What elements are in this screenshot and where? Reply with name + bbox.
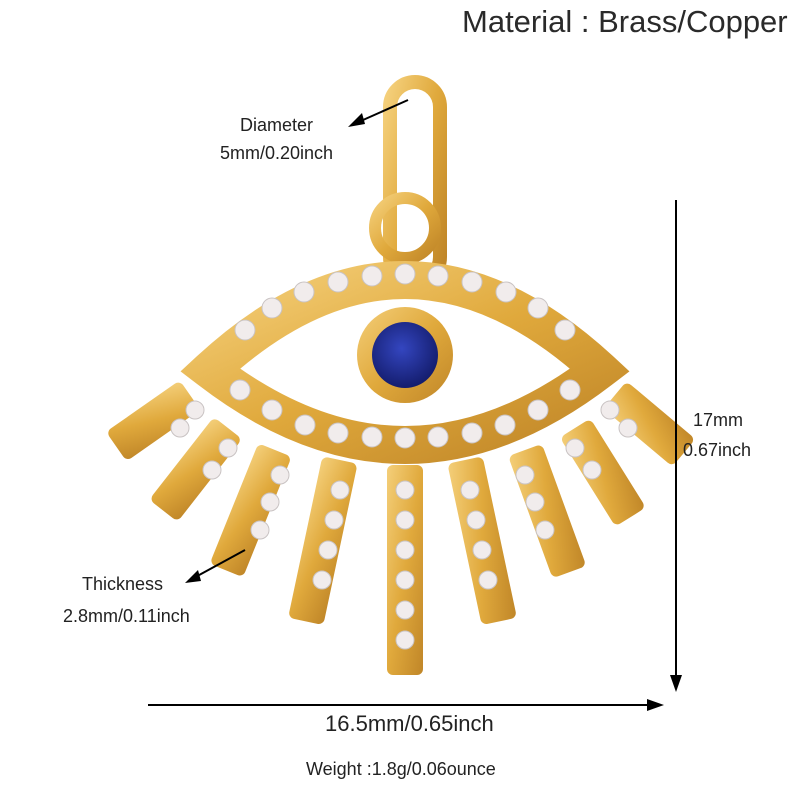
- dimension-arrows: [148, 99, 682, 711]
- height-inch: 0.67inch: [683, 440, 752, 460]
- weight-value: Weight :1.8g/0.06ounce: [306, 759, 496, 779]
- bail-loop: [369, 192, 441, 264]
- height-mm: 17mm: [693, 410, 744, 430]
- width-value: 16.5mm/0.65inch: [325, 711, 494, 736]
- center-stone: [357, 307, 453, 403]
- crystals: [170, 263, 638, 650]
- thickness-label: Thickness: [82, 574, 164, 594]
- diameter-value: 5mm/0.20inch: [220, 143, 334, 163]
- diameter-label: Diameter: [240, 115, 314, 135]
- thickness-value: 2.8mm/0.11inch: [63, 606, 190, 626]
- material-label: Material : Brass/Copper: [462, 4, 788, 39]
